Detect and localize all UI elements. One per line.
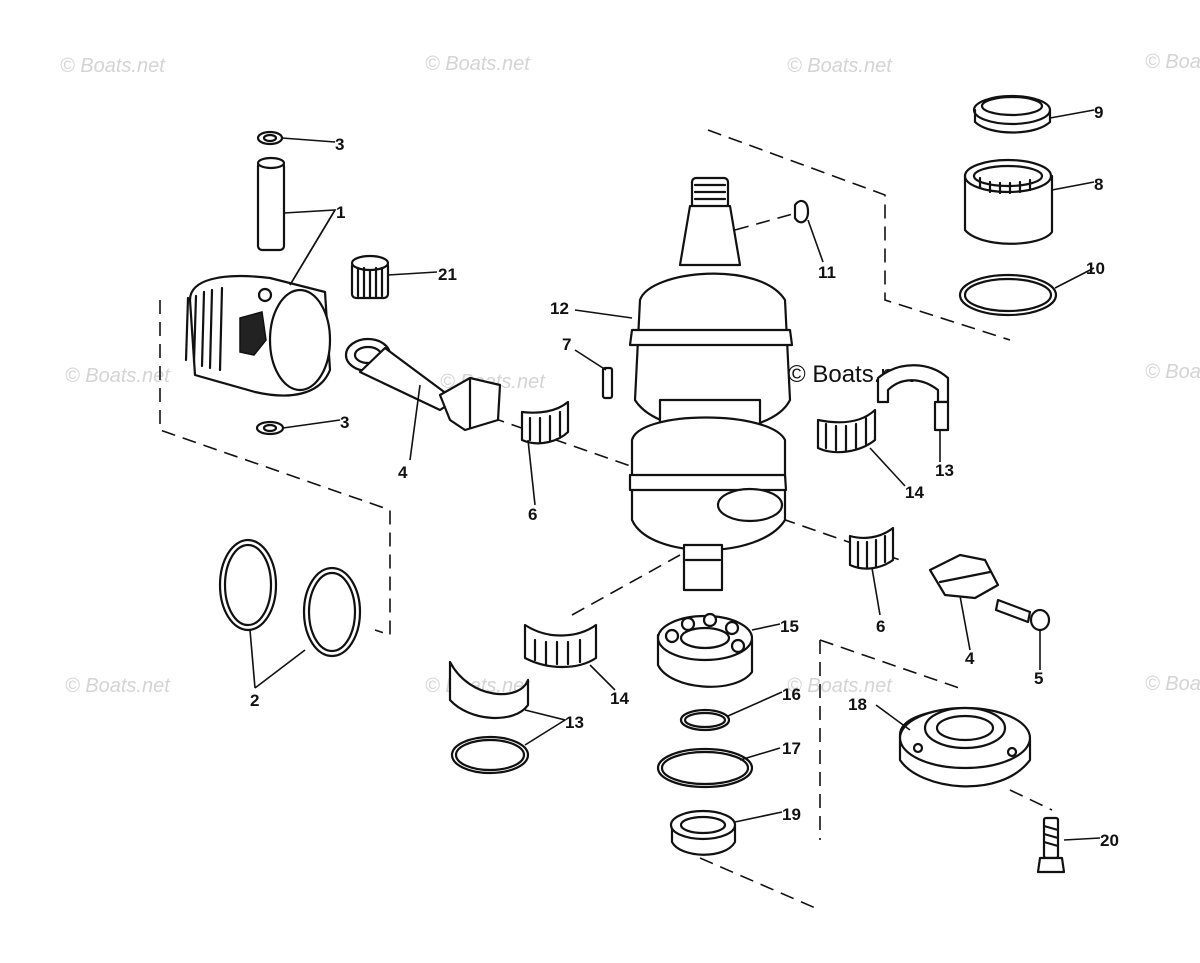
piston bbox=[184, 275, 332, 397]
main-bearing-cage-upper bbox=[816, 408, 877, 454]
callout-3-top: 3 bbox=[335, 135, 344, 154]
piston-rings bbox=[218, 538, 362, 658]
callout-7: 7 bbox=[562, 335, 571, 354]
retainer-ring-upper bbox=[876, 364, 950, 432]
callout-4-left: 4 bbox=[398, 463, 408, 482]
ball-bearing bbox=[656, 612, 754, 688]
watermark: © Boats.net bbox=[787, 55, 893, 77]
callout-9: 9 bbox=[1094, 103, 1103, 122]
piston-pin bbox=[256, 156, 286, 252]
connecting-rod bbox=[344, 337, 502, 432]
o-ring-upper bbox=[958, 273, 1058, 317]
callout-3-bottom: 3 bbox=[340, 413, 349, 432]
rod-bearing-cage-right bbox=[848, 526, 895, 570]
housing-screw bbox=[1036, 816, 1066, 874]
snap-ring bbox=[679, 708, 731, 732]
callout-4-right: 4 bbox=[965, 649, 975, 668]
crankshaft bbox=[628, 176, 794, 592]
watermark: © Boats.net bbox=[65, 675, 171, 697]
callout-11: 11 bbox=[818, 263, 836, 282]
callout-10: 10 bbox=[1086, 259, 1105, 278]
callout-19: 19 bbox=[782, 805, 801, 824]
o-ring-lower bbox=[656, 747, 754, 789]
pin-retainer-top bbox=[256, 130, 284, 146]
rod-cap-screw bbox=[994, 598, 1051, 632]
callouts: 3 1 21 3 4 2 6 7 12 11 8 9 10 13 14 6 4 … bbox=[250, 103, 1119, 850]
callout-1: 1 bbox=[336, 203, 345, 222]
callout-15: 15 bbox=[780, 617, 799, 636]
main-needle-bearing bbox=[963, 158, 1054, 245]
callout-2: 2 bbox=[250, 691, 259, 710]
watermark: © Boats.net bbox=[787, 675, 893, 697]
woodruff-key bbox=[601, 366, 614, 400]
watermark: © Boats.net bbox=[1145, 51, 1200, 73]
callout-6-left: 6 bbox=[528, 505, 537, 524]
oil-seal bbox=[669, 809, 737, 856]
watermark: © Boats.net bbox=[60, 55, 166, 77]
needle-bearing bbox=[350, 254, 390, 300]
leader-lines bbox=[249, 109, 1101, 841]
callout-13-upper: 13 bbox=[935, 461, 954, 480]
callout-18: 18 bbox=[848, 695, 867, 714]
watermark: © Boats.net bbox=[425, 53, 531, 75]
callout-13-lower: 13 bbox=[565, 713, 584, 732]
callout-14-upper: 14 bbox=[905, 483, 924, 502]
callout-17: 17 bbox=[782, 739, 801, 758]
callout-20: 20 bbox=[1100, 831, 1119, 850]
rod-cap bbox=[928, 553, 1000, 600]
watermark: © Boats.net bbox=[1145, 673, 1200, 695]
callout-5: 5 bbox=[1034, 669, 1043, 688]
callout-6-right: 6 bbox=[876, 617, 885, 636]
watermark: © Boats.net bbox=[65, 365, 171, 387]
retainer-ring-lower bbox=[450, 735, 530, 775]
rod-bearing-cage-left bbox=[520, 400, 570, 445]
assembly-lines bbox=[159, 129, 1053, 911]
callout-8: 8 bbox=[1094, 175, 1103, 194]
retainer-half-lower bbox=[448, 660, 530, 719]
bearing-housing bbox=[898, 706, 1032, 788]
callout-14-lower: 14 bbox=[610, 689, 629, 708]
bearing-sleeve-ring bbox=[972, 94, 1052, 134]
callout-12: 12 bbox=[550, 299, 569, 318]
main-bearing-cage-lower bbox=[523, 623, 598, 668]
callout-21: 21 bbox=[438, 265, 457, 284]
callout-16: 16 bbox=[782, 685, 801, 704]
watermark: © Boats.net bbox=[1145, 361, 1200, 383]
flywheel-key bbox=[793, 199, 810, 224]
pin-retainer-bottom bbox=[255, 420, 285, 436]
